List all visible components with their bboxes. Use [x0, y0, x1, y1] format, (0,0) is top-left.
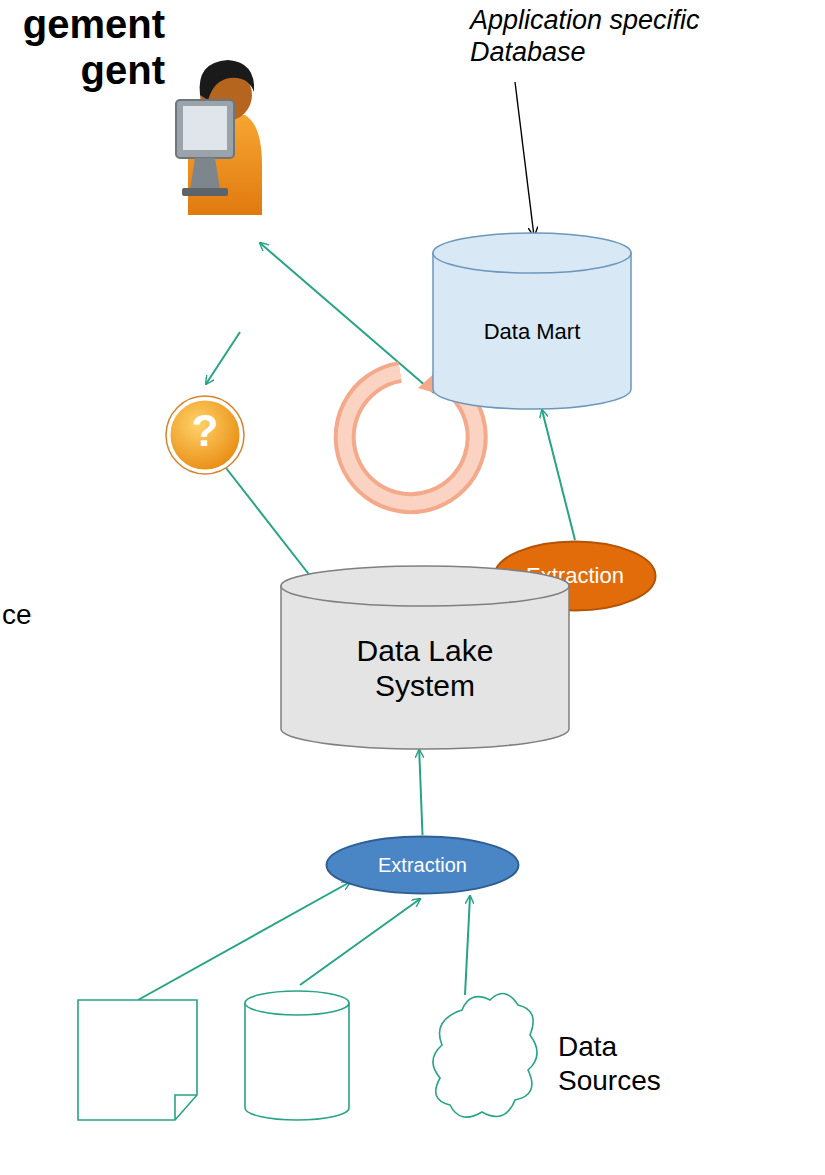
- flow-arrow: [542, 410, 575, 540]
- flow-arrow: [226, 468, 318, 586]
- sources-label: Data Sources: [558, 1030, 688, 1097]
- flow-arrow: [138, 882, 350, 1000]
- flow-arrow: [260, 243, 434, 393]
- document-source: [78, 1000, 197, 1120]
- flow-arrow: [465, 896, 470, 995]
- text-fragment: ce: [2, 598, 62, 632]
- data-mart-cylinder: Data Mart: [432, 232, 632, 410]
- flow-arrow: [419, 750, 422, 835]
- user-icon: [176, 60, 262, 215]
- database-source: [245, 991, 349, 1120]
- data-lake-cylinder: Data Lake System: [280, 565, 570, 750]
- heading-fragment: gement: [2, 0, 165, 48]
- cloud-source: [433, 994, 537, 1118]
- node-text: Data Mart: [484, 319, 581, 344]
- node-text: Extraction: [378, 854, 467, 877]
- extraction-ellipse: Extraction: [325, 835, 520, 895]
- question-mark: ?: [175, 405, 235, 458]
- heading-fragment: gent: [2, 46, 165, 94]
- leader-arrow: [515, 82, 534, 236]
- flow-arrow: [206, 332, 240, 384]
- question-icon: [169, 399, 241, 471]
- flow-arrow: [300, 899, 420, 985]
- node-text: Data Lake System: [320, 634, 530, 703]
- callout-note: Application specific Database: [470, 4, 770, 69]
